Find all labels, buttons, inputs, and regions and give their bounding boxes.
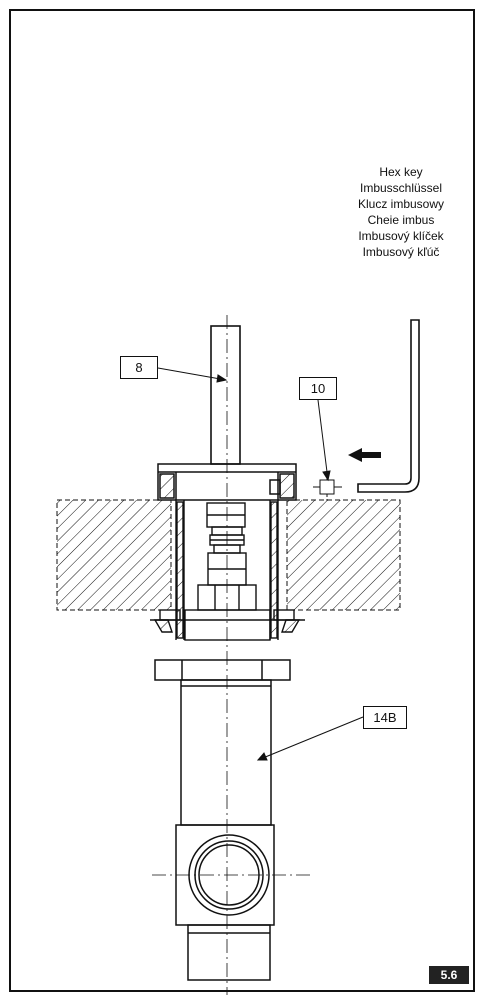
hex-key-tool: [357, 319, 420, 493]
top-collar: [157, 463, 297, 501]
hex-key-label-ro: Cheie imbus: [367, 213, 435, 227]
valve-body: [175, 500, 279, 641]
hex-key-label-de: Imbusschlüssel: [359, 181, 443, 195]
callout-part-8: 8: [120, 356, 158, 379]
callout-part-10: 10: [299, 377, 337, 400]
hex-key-label: Hex key Imbusschlüssel Klucz imbusowy Ch…: [320, 164, 482, 260]
centerlines: [152, 315, 312, 995]
actuating-rod: [210, 325, 241, 465]
insert-direction-arrow: [348, 448, 381, 462]
hex-key-label-pl: Klucz imbusowy: [357, 197, 445, 211]
page-border: [9, 9, 475, 992]
leader-lines: [157, 367, 364, 761]
hex-key-label-cs: Imbusový klíček: [358, 229, 444, 243]
lower-flange: [150, 609, 305, 633]
figure-number: 5.6: [429, 966, 469, 984]
outlet-fitting: [175, 824, 275, 981]
hex-key-label-en: Hex key: [379, 165, 423, 179]
callout-part-14b: 14B: [363, 706, 407, 729]
hex-key-label-sk: Imbusový kľúč: [362, 245, 440, 259]
extension-tube: [180, 679, 272, 826]
hex-nut: [154, 659, 291, 681]
wall-section: [56, 499, 401, 611]
